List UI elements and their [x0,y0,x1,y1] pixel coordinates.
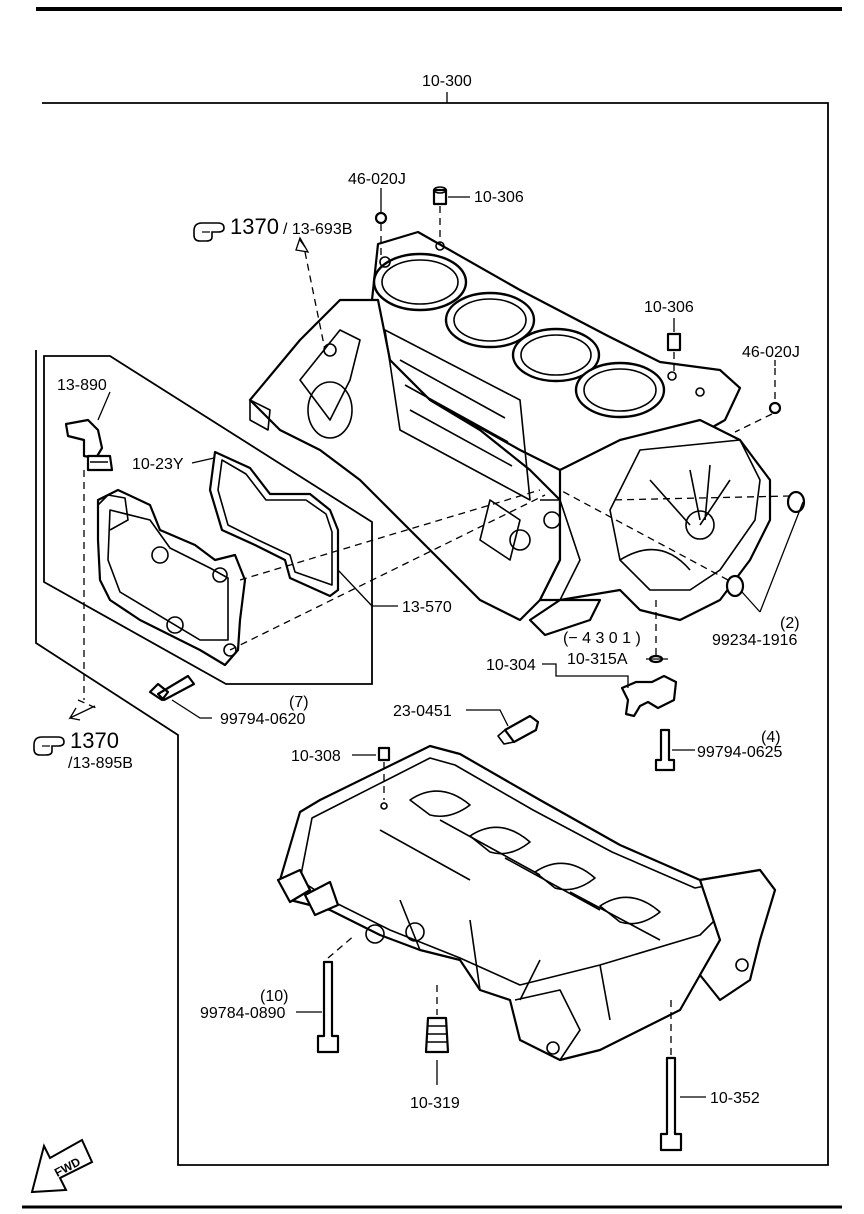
seal-99234-1916-lower [725,574,745,598]
label-cover-bolt-qty: (7) [289,694,309,711]
label-10-352: 10-352 [710,1090,760,1107]
label-jet-bolt-qty: (4) [761,729,781,746]
label-46-020J-right: 46-020J [742,344,800,361]
pointing-hand-icon [33,736,65,756]
cylinder-bore-2 [444,291,536,349]
label-13-693B: / 13-693B [283,221,352,238]
pointing-hand-icon [193,222,225,242]
label-99794-0620: 99794-0620 [220,711,306,728]
dowel-10-306-right-part [666,332,682,352]
label-99784-0890: 99784-0890 [200,1005,286,1022]
label-99794-0625: 99794-0625 [697,744,783,761]
sensor-23-0451-part [503,714,540,744]
label-46-020J-top: 46-020J [348,171,406,188]
label-13-570: 13-570 [402,599,452,616]
plug-10-319-part [424,1016,450,1054]
cylinder-bore-4 [574,361,666,419]
label-10-308: 10-308 [291,748,341,765]
label-main-bolt-qty: (10) [260,988,288,1005]
label-1370-top: 1370 [230,214,279,239]
label-13-895B: /13-895B [68,755,133,772]
upper-cylinder-block [248,230,772,637]
assembly-frame [35,102,829,1166]
cover-gasket [208,450,340,598]
label-1370-bottom: 1370 [70,728,119,753]
label-99234-1916: 99234-1916 [712,632,798,649]
bolt-99784-0890-part [316,960,340,1054]
label-10-315A: 10-315A [567,651,628,668]
bolt-46-020J-right-part [768,401,782,415]
label-10-304: 10-304 [486,657,536,674]
leader-lines [68,188,804,1098]
lower-block-girdle [276,744,777,1062]
label-13-890: 13-890 [57,377,107,394]
label-10-300: 10-300 [422,73,472,90]
label-10-319: 10-319 [410,1095,460,1112]
label-23-0451: 23-0451 [393,703,452,720]
dowel-10-308-part [377,746,391,762]
cylinder-bore-1 [372,252,468,312]
fwd-arrow-icon: FWD [30,1138,94,1194]
label-4301: (− 4 3 0 1 ) [563,630,641,647]
dowel-10-306-top-part [432,188,448,206]
cylinder-bore-3 [511,327,601,383]
label-10-23Y: 10-23Y [132,456,184,473]
bolt-99794-0620-part [148,674,196,702]
stud-10-352-part [659,1056,683,1152]
pcv-valve [64,418,114,472]
bolt-99794-0625-part [654,728,676,772]
bolt-46-020J-top-part [374,211,388,225]
label-seal-qty: (2) [780,615,800,632]
cylinder-block-cover [96,488,247,667]
seal-99234-1916-upper [786,490,806,514]
oil-jet-10-304-part [620,674,678,718]
label-10-306-right: 10-306 [644,299,694,316]
cover-subframe [43,355,373,685]
label-10-306-top: 10-306 [474,189,524,206]
